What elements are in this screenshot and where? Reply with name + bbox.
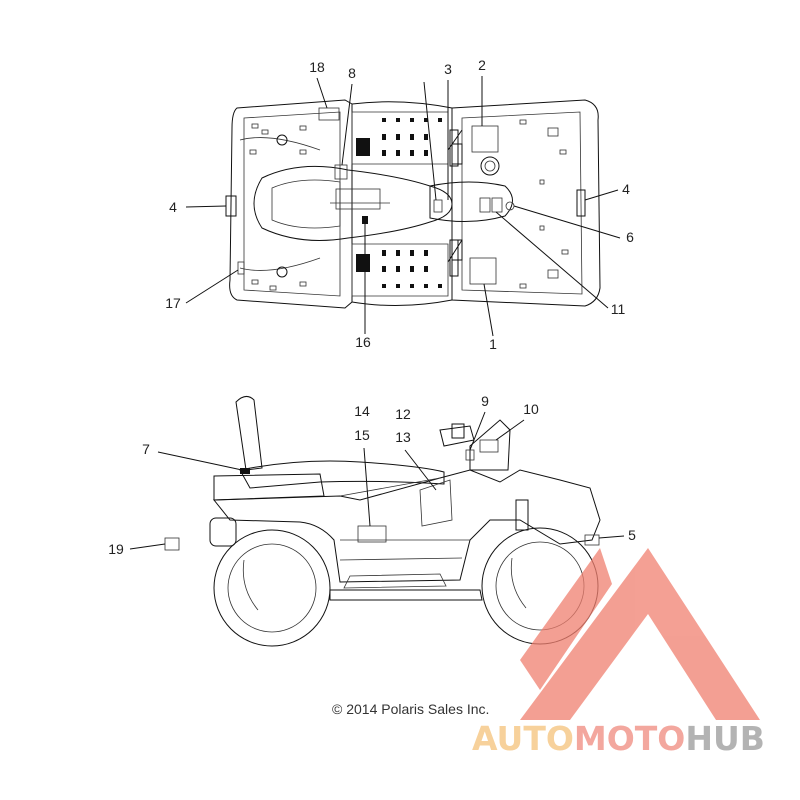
callout-labels: 18 8 3 2 4 4 6 11 17 16 1 14 12 9 10 15 13 7 5 19 [108, 57, 636, 557]
callout-8: 8 [348, 65, 356, 81]
watermark-logo-inner [520, 548, 612, 690]
callout-11: 11 [611, 301, 626, 317]
callout-19: 19 [108, 541, 124, 557]
callout-1: 1 [489, 336, 497, 352]
callout-4: 4 [169, 199, 177, 215]
svg-text:AUTOMOTOHUB: AUTOMOTOHUB [472, 719, 765, 758]
copyright-text: © 2014 Polaris Sales Inc. [332, 701, 489, 717]
callout-7: 7 [142, 441, 150, 457]
callout-12: 12 [395, 406, 411, 422]
callout-4: 4 [622, 181, 630, 197]
callout-5: 5 [628, 527, 636, 543]
callout-9: 9 [481, 393, 489, 409]
watermark-moto: MOTO [574, 719, 685, 758]
callout-16: 16 [355, 334, 371, 350]
atv-top-view [225, 99, 601, 309]
footwell-tread [356, 118, 442, 288]
callout-6: 6 [626, 229, 634, 245]
rack-holes [249, 119, 569, 291]
atv-side-view [164, 396, 601, 647]
callout-17: 17 [165, 295, 181, 311]
watermark-auto: AUTO [472, 719, 574, 758]
callout-10: 10 [523, 401, 539, 417]
callout-13: 13 [395, 429, 411, 445]
watermark-logo-triangle [520, 548, 760, 720]
callout-15: 15 [354, 427, 370, 443]
callout-18: 18 [309, 59, 325, 75]
callout-2: 2 [478, 57, 486, 73]
watermark-hub: HUB [685, 719, 765, 758]
callout-3: 3 [444, 61, 452, 77]
automotohub-watermark: AUTOMOTOHUB [472, 548, 765, 758]
leader-lines [129, 76, 625, 550]
callout-14: 14 [354, 403, 370, 419]
